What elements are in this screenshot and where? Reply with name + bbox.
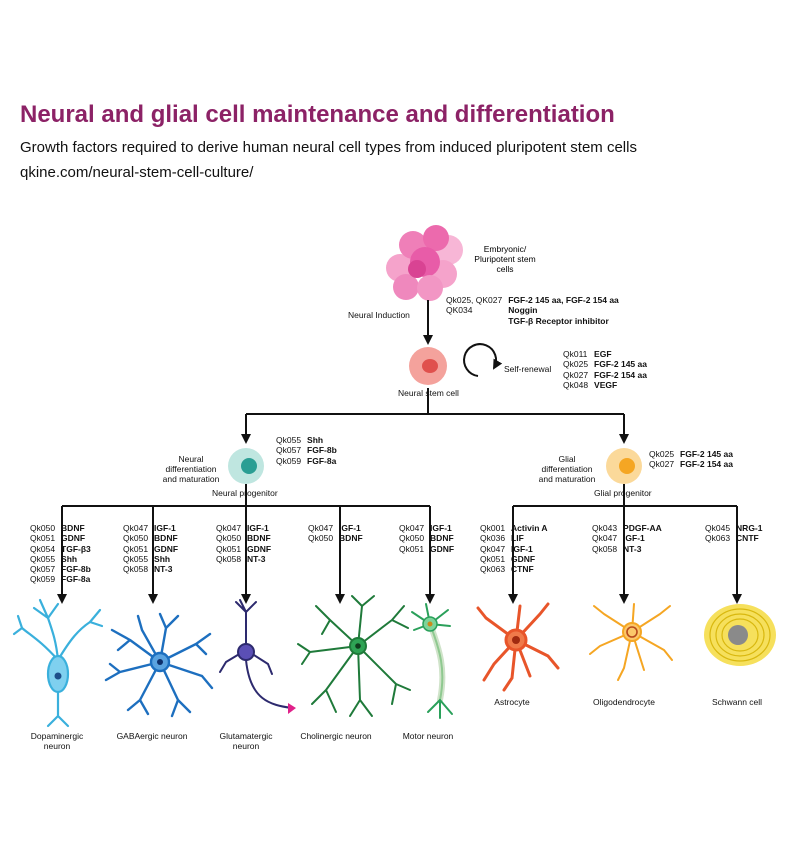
neural-progenitor-label: Neural progenitor xyxy=(212,488,278,498)
glutamatergic-neuron-illustration xyxy=(219,599,296,714)
astrocyte-illustration xyxy=(476,602,560,692)
neural-induction-label: Neural Induction xyxy=(348,310,410,320)
neural-diff-label: Neural differentiation and maturation xyxy=(162,454,220,484)
outcome-label-1: GABAergic neuron xyxy=(116,731,188,741)
glial-progenitor-label: Glial progenitor xyxy=(594,488,652,498)
cholinergic-neuron-illustration xyxy=(297,595,411,717)
esc-label-line1: Embryonic/ xyxy=(484,244,527,254)
neural-stem-cell xyxy=(409,347,447,385)
source-url: qkine.com/neural-stem-cell-culture/ xyxy=(20,164,254,181)
pluripotent-stem-cell-cluster xyxy=(386,225,463,301)
esc-label-line3: cells xyxy=(496,264,513,274)
outcome-label-6: Oligodendrocyte xyxy=(593,697,655,707)
glial-diff-label: Glial differentiation and maturation xyxy=(538,454,596,484)
outcome-label-7: Schwann cell xyxy=(711,697,763,707)
page-subtitle: Growth factors required to derive human … xyxy=(20,139,637,156)
self-renewal-arrow xyxy=(463,343,503,377)
outcome-label-0: Dopaminergic neuron xyxy=(30,731,84,751)
outcome-label-3: Cholinergic neuron xyxy=(300,731,372,741)
glial-progenitor-cell xyxy=(606,448,642,484)
oligodendrocyte-illustration xyxy=(589,603,673,681)
motor-neuron-illustration xyxy=(411,603,453,719)
neural-progenitor-cell xyxy=(228,448,264,484)
nsc-label: Neural stem cell xyxy=(398,388,459,398)
dopaminergic-neuron-illustration xyxy=(12,598,104,728)
esc-label-line2: Pluripotent stem xyxy=(474,254,535,264)
schwann-cell-illustration xyxy=(704,604,776,666)
outcome-label-2: Glutamatergic neuron xyxy=(219,731,273,751)
factor-row: TGF-β Receptor inhibitor xyxy=(508,315,609,326)
gabaergic-neuron-illustration xyxy=(104,612,214,718)
outcome-label-4: Motor neuron xyxy=(402,731,454,741)
outcome-label-5: Astrocyte xyxy=(494,697,530,707)
page-title: Neural and glial cell maintenance and di… xyxy=(20,101,615,128)
self-renewal-label: Self-renewal xyxy=(504,364,552,374)
